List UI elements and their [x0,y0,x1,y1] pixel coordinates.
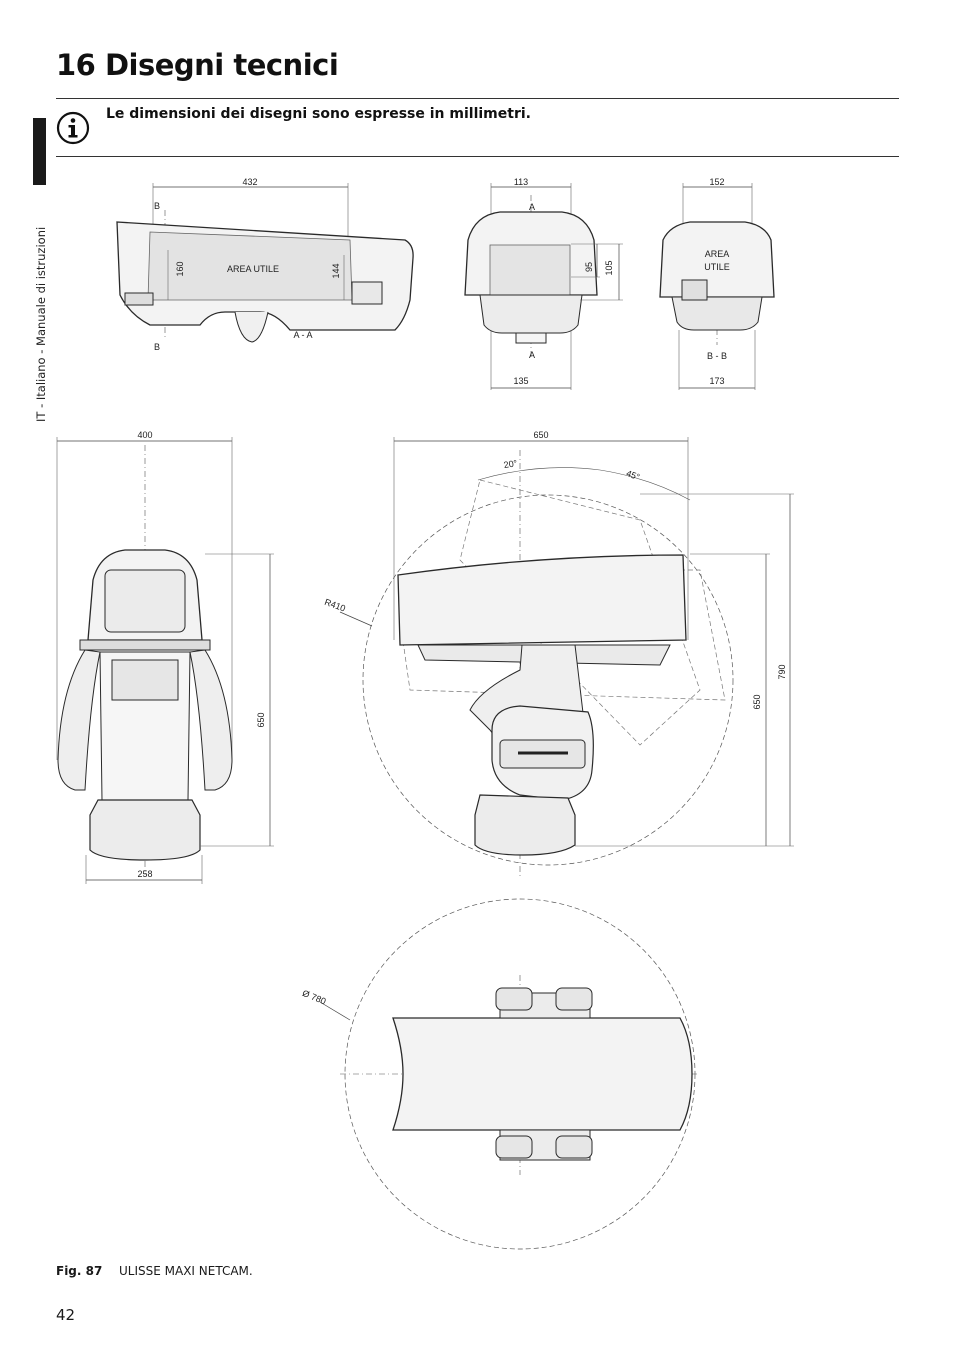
side-section-top-marker: B [154,201,160,211]
side-section-height-left: 160 [175,261,185,276]
side-view-tilt-down: 45° [625,468,642,482]
rear-section-area-label-1: AREA [705,249,730,259]
page-number: 42 [56,1306,76,1324]
top-view-diameter: Ø 780 [301,988,327,1006]
side-view-height: 650 [752,694,762,709]
side-section-label: A - A [293,330,312,340]
note-rule [56,156,899,157]
front-section-height-outer: 105 [604,260,614,275]
figure-label: Fig. 87 [56,1264,103,1278]
front-section-bottom-marker: A [529,350,535,360]
side-section-width: 432 [242,177,257,187]
side-view-drawing [339,437,794,878]
front-view-drawing [56,437,274,884]
front-section-top-width: 113 [514,177,528,187]
side-view-width: 650 [533,430,548,440]
info-icon [56,111,90,145]
section-marker [33,118,46,185]
rear-section-drawing [659,183,775,390]
front-view-width: 400 [137,430,152,440]
rear-section-label: B - B [707,351,727,361]
rear-section-area-label-2: UTILE [704,262,730,272]
rear-section-top-width: 152 [709,177,724,187]
rear-section-bottom-width: 173 [709,376,724,386]
side-section-drawing [116,183,414,343]
figure-caption: ULISSE MAXI NETCAM. [119,1264,253,1278]
front-section-height-inner: 95 [584,262,594,272]
side-section-area-label: AREA UTILE [227,264,279,274]
side-view-tilt-up: 20° [503,458,519,470]
side-view-radius: R410 [323,597,347,614]
front-section-drawing [464,183,623,390]
front-view-base-width: 258 [137,869,152,879]
front-section-bottom-width: 135 [513,376,528,386]
page-title: 16 Disegni tecnici [56,48,339,82]
side-section-height-right: 144 [331,263,341,278]
note-text: Le dimensioni dei disegni sono espresse … [106,106,531,122]
front-view-height: 650 [256,712,266,727]
header-rule [56,98,899,99]
side-view-height-max: 790 [777,664,787,679]
top-view-drawing [319,898,698,1250]
side-section-bottom-marker: B [154,342,160,352]
front-section-top-marker: A [529,202,535,212]
